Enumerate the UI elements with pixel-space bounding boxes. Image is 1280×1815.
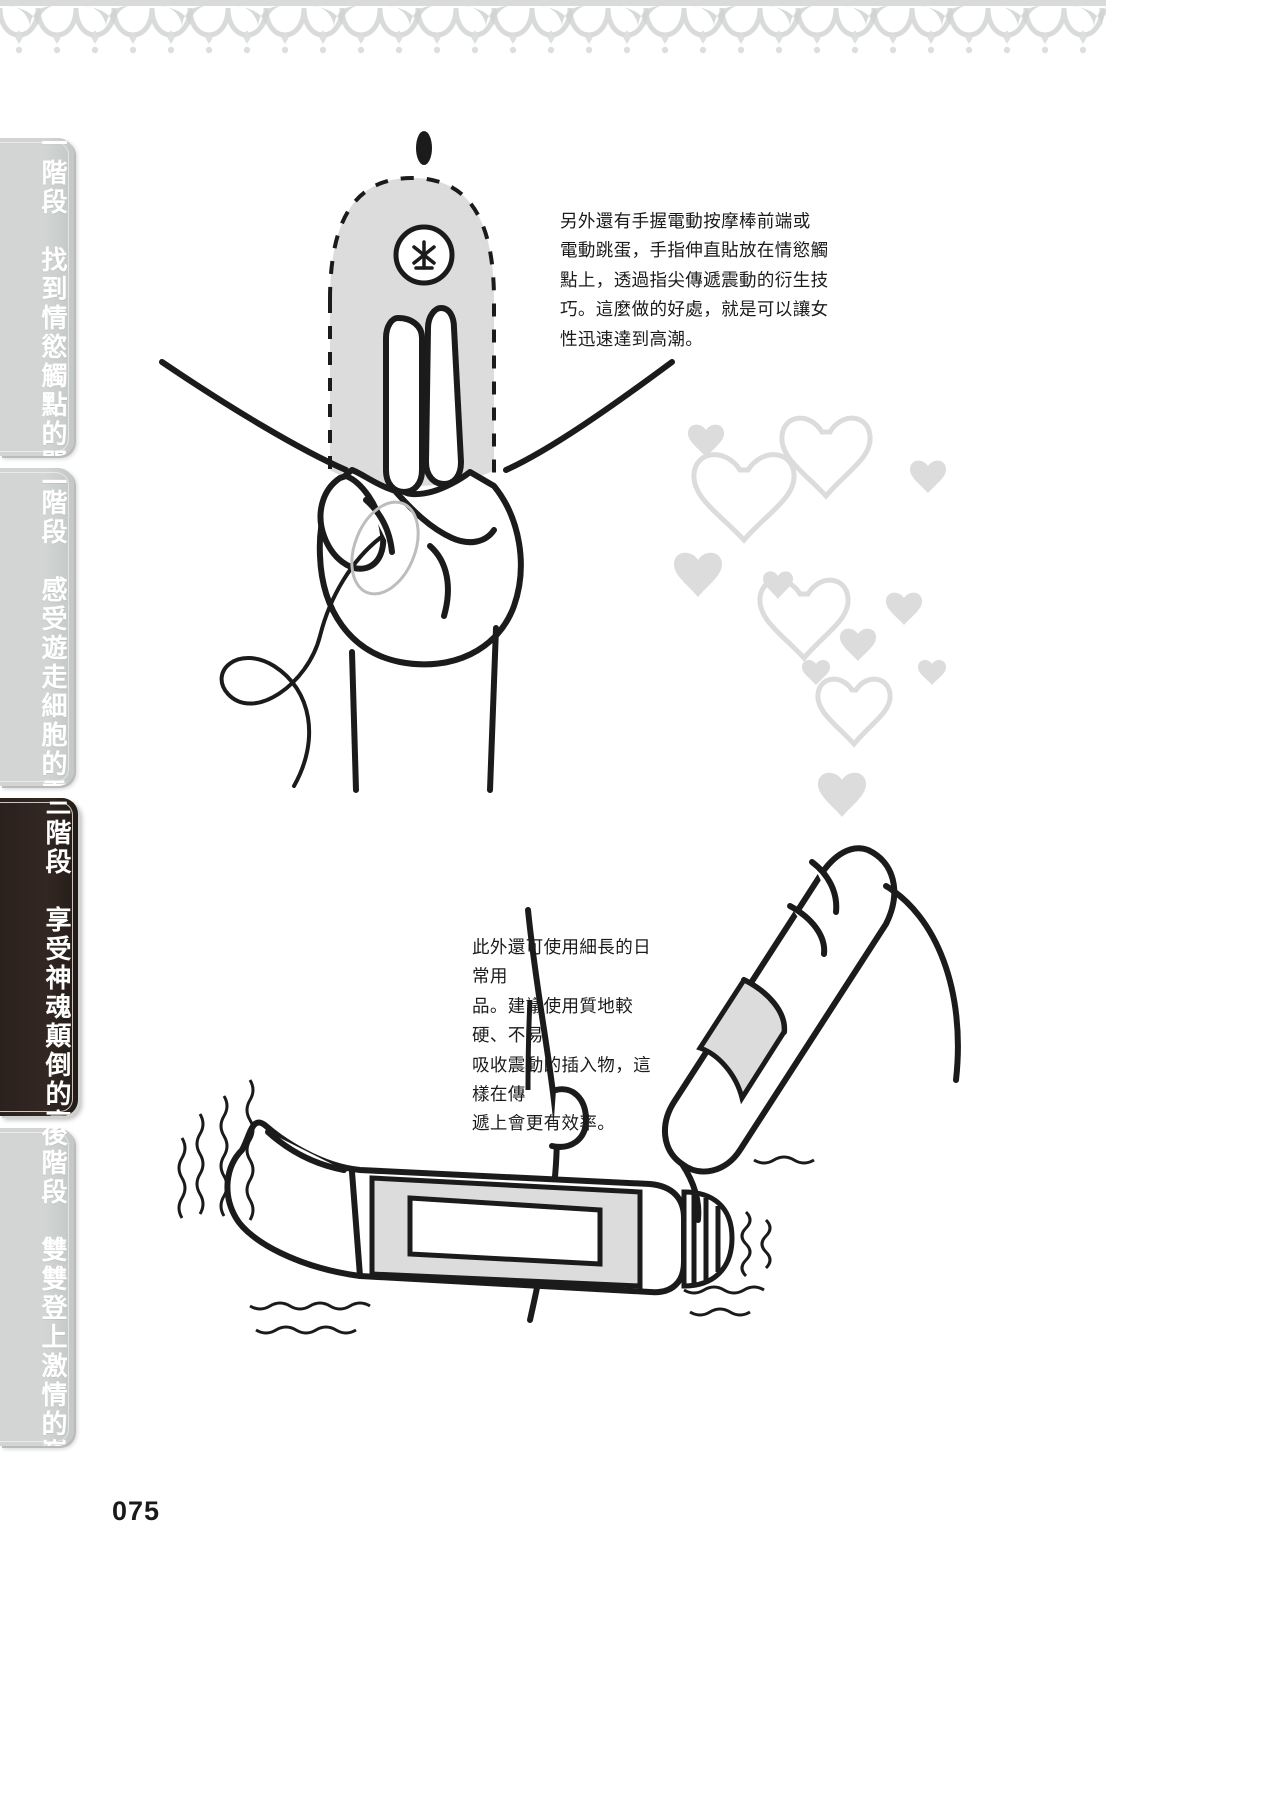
sidebar-item-stage-2[interactable]: 第二階段 感受遊走細胞的電流	[0, 468, 74, 786]
sidebar-item-stage-4[interactable]: 最後階段 雙雙登上激情的巔峰	[0, 1128, 74, 1446]
top-border-ornament-icon	[0, 0, 1106, 78]
callout-everyday-objects: 此外還可使用細長的日常用 品。建議使用質地較硬、不易 吸收震動的插入物，這樣在傳…	[472, 938, 651, 1135]
callout-leader-line	[525, 999, 533, 1091]
illustration-hand-fingers-vibrator	[0, 0, 1106, 865]
illustration-slim-everyday-object	[0, 820, 1106, 1525]
sidebar-item-label: 第三階段 享受神魂顛倒的高潮	[41, 798, 71, 1116]
page-right-margin	[1106, 0, 1280, 1815]
callout-vibrator-fingertip: 另外還有手握電動按摩棒前端或 電動跳蛋，手指伸直貼放在情慾觸 點上，透過指尖傳遞…	[560, 212, 829, 350]
page-number: 075	[112, 1496, 161, 1526]
sidebar-item-stage-3[interactable]: 第三階段 享受神魂顛倒的高潮	[0, 798, 78, 1116]
page-content-area: 第一階段 找到情慾觸點的開關 第二階段 感受遊走細胞的電流 第三階段 享受神魂顛…	[0, 0, 1106, 1526]
sidebar-item-label: 最後階段 雙雙登上激情的巔峰	[37, 1128, 67, 1446]
sidebar-item-stage-1[interactable]: 第一階段 找到情慾觸點的開關	[0, 138, 74, 456]
sidebar-item-label: 第一階段 找到情慾觸點的開關	[37, 138, 67, 456]
sidebar-item-label: 第二階段 感受遊走細胞的電流	[37, 468, 67, 786]
